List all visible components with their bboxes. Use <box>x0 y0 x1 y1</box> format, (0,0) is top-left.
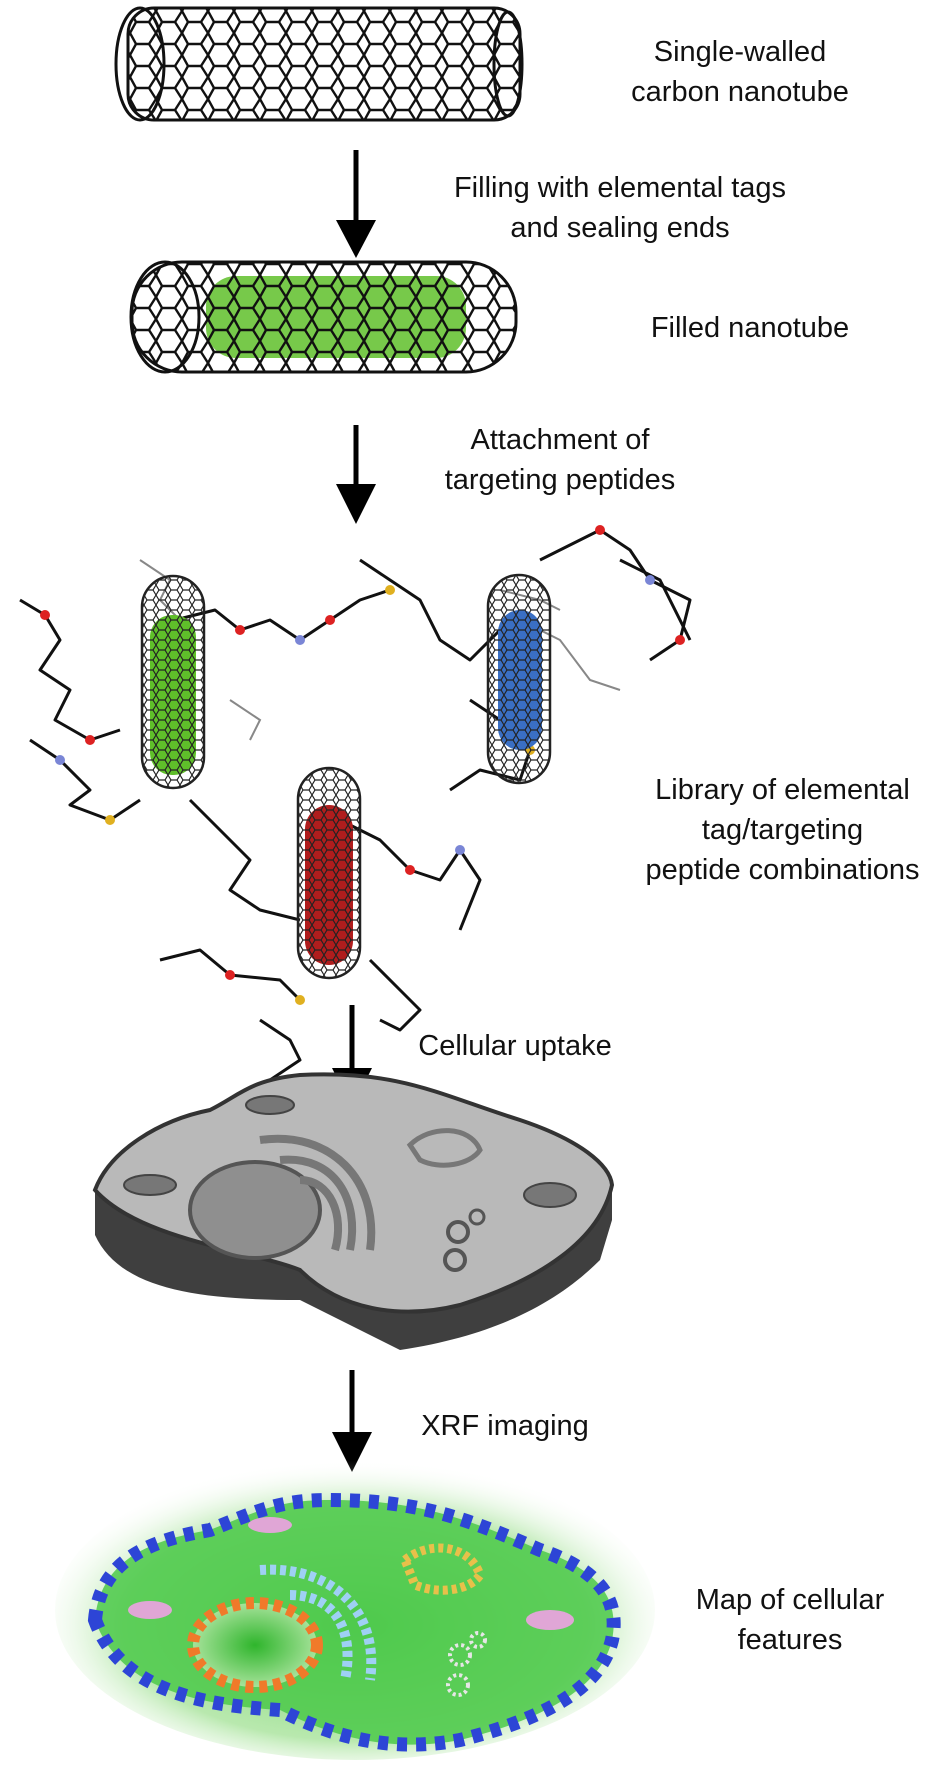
peptide-chains-icon <box>19 528 692 1082</box>
mitochondrion-icon <box>123 1174 177 1196</box>
peptide-library-icon <box>19 525 692 1082</box>
golgi-icon <box>259 1134 376 1252</box>
mitochondrion-icon <box>523 1182 577 1208</box>
vesicle-icon <box>446 1220 470 1244</box>
map-label: Map of cellular features <box>695 1584 885 1656</box>
mitochondrion-icon <box>245 1095 295 1115</box>
nanotube-red-tag <box>296 766 362 980</box>
filling-label: Filling with elemental tags and sealing … <box>453 172 787 244</box>
vesicle-icon <box>443 1248 467 1272</box>
golgi-map-icon <box>259 1564 377 1681</box>
peptide-atom-dots <box>40 525 685 1005</box>
filled-nanotube-icon <box>129 260 518 374</box>
cell-icon <box>92 1072 615 1350</box>
mitochondrion-map-icon <box>248 1517 292 1533</box>
library-label: Library of elemental tag/targeting pepti… <box>645 774 920 886</box>
vesicle-map-icon <box>446 1631 487 1697</box>
vesicle-icon <box>468 1208 486 1226</box>
carbon-nanotube-icon <box>114 6 524 122</box>
nanotube-green-tag <box>140 574 206 790</box>
mitochondrion-map-icon <box>128 1601 172 1619</box>
xrf-map-icon <box>55 1460 655 1760</box>
mitochondrion-map-icon <box>526 1610 574 1630</box>
er-icon <box>406 1128 483 1168</box>
uptake-label: Cellular uptake <box>418 1030 612 1062</box>
nucleus-icon <box>188 1160 322 1260</box>
down-arrow-2 <box>336 425 376 524</box>
nanotube-label: Single-walled carbon nanotube <box>631 36 849 108</box>
nucleus-map-icon <box>187 1597 323 1693</box>
nanotube-blue-tag <box>486 573 552 785</box>
attachment-label: Attachment of targeting peptides <box>444 424 676 496</box>
xrf-label: XRF imaging <box>421 1410 589 1442</box>
down-arrow-4 <box>332 1370 372 1472</box>
filled-nanotube-label: Filled nanotube <box>650 312 850 344</box>
down-arrow-1 <box>336 150 376 258</box>
